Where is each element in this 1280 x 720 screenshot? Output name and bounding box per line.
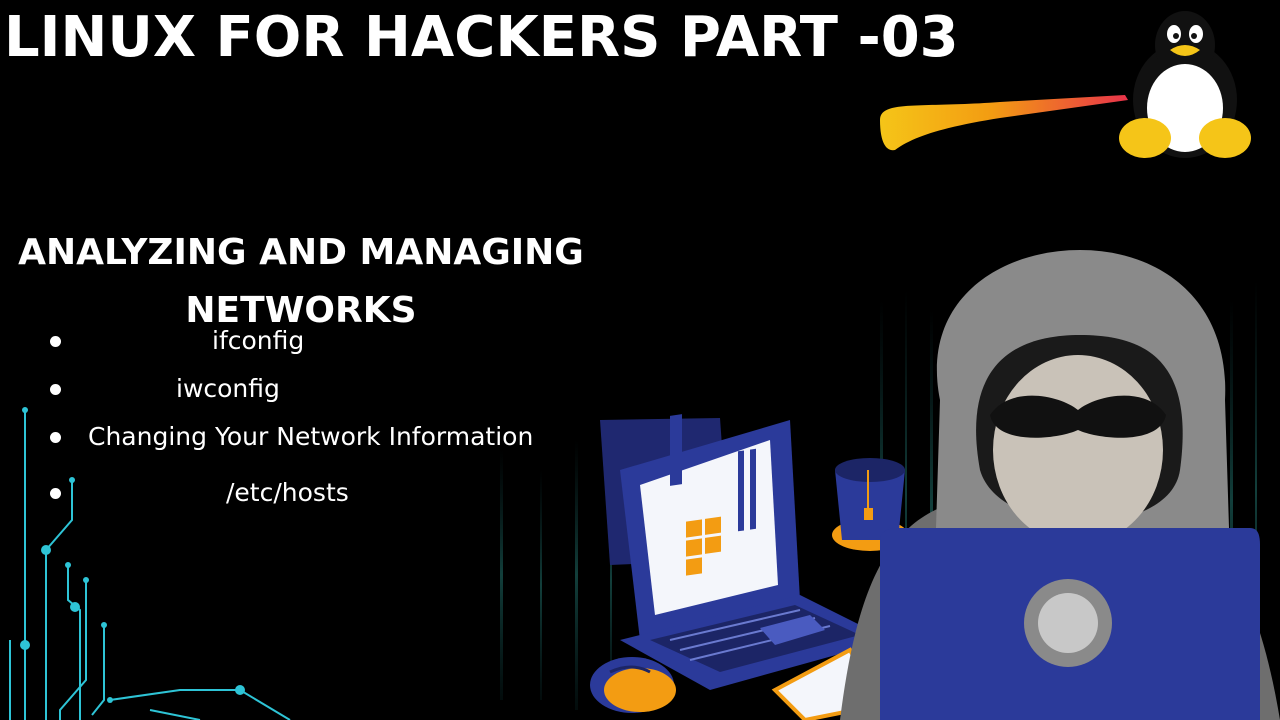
- list-item: Changing Your Network Information: [50, 418, 570, 462]
- section-heading-line-2: NETWORKS: [185, 290, 417, 331]
- topic-label: ifconfig: [212, 326, 305, 355]
- section-heading: ANALYZING AND MANAGING NETWORKS: [0, 224, 602, 340]
- circuit-lines: [9, 410, 291, 720]
- page-title: LINUX FOR HACKERS PART -03: [4, 5, 959, 70]
- topic-label: iwconfig: [176, 374, 280, 403]
- mouse-icon: [590, 657, 676, 713]
- bullet-icon: [50, 488, 61, 499]
- circuit-nodes: [20, 407, 245, 703]
- topic-label: Changing Your Network Information: [88, 422, 534, 451]
- flame-swoosh: [880, 95, 1128, 151]
- topic-label: /etc/hosts: [226, 478, 349, 507]
- tux-penguin-icon: [1119, 11, 1251, 158]
- section-heading-line-1: ANALYZING AND MANAGING: [18, 232, 584, 273]
- list-item: iwconfig: [50, 370, 570, 414]
- bullet-icon: [50, 384, 61, 395]
- laptop-illustration: [600, 414, 890, 690]
- list-item: ifconfig: [50, 322, 570, 366]
- bullet-icon: [50, 432, 61, 443]
- list-item: /etc/hosts: [50, 474, 570, 518]
- hacker-illustration: [840, 250, 1280, 720]
- bullet-icon: [50, 336, 61, 347]
